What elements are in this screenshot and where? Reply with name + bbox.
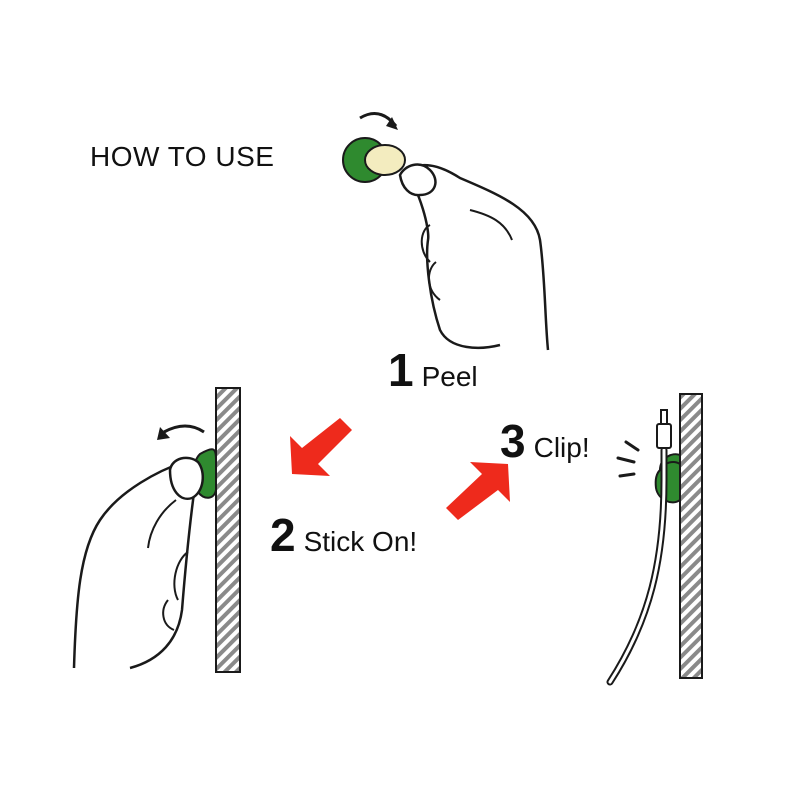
- usb-plug-icon: [656, 409, 672, 449]
- click-sound-icon: [616, 440, 640, 478]
- adhesive-backing: [364, 144, 406, 176]
- arrow-up-right-icon: [446, 462, 510, 520]
- step-1-label: Peel: [421, 361, 478, 392]
- step-3-number: 3: [500, 415, 526, 467]
- step-1-number: 1: [388, 344, 414, 396]
- arrow-down-left-icon: [290, 418, 352, 476]
- stick-hand-icon: [72, 424, 217, 670]
- peel-hand-icon: [342, 112, 550, 351]
- wall-icon: [215, 387, 241, 673]
- step-2-number: 2: [270, 509, 296, 561]
- curved-arrow-icon: [163, 424, 205, 434]
- step-3-label: Clip!: [533, 432, 590, 463]
- page-title: HOW TO USE: [90, 141, 275, 172]
- cable-clip-icon: [606, 409, 681, 686]
- wall-icon: [679, 393, 703, 679]
- step-2-label: Stick On!: [303, 526, 418, 557]
